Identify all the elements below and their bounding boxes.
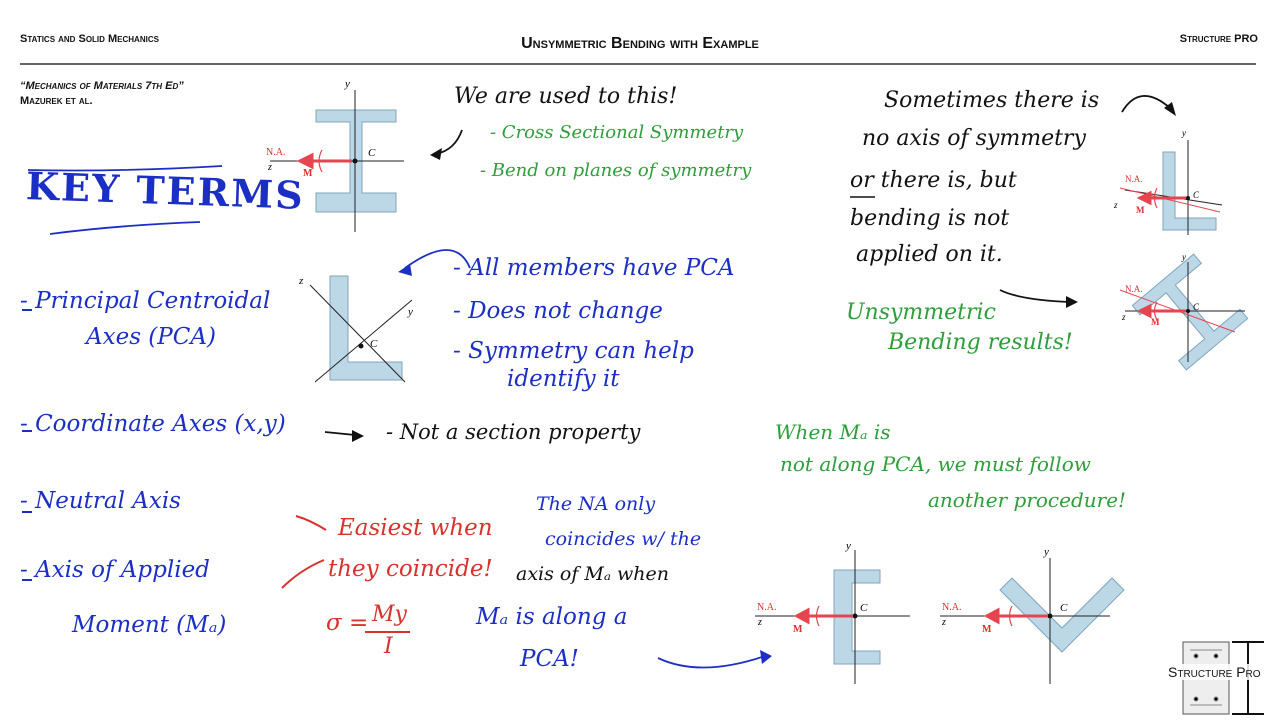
reference-authors: Mazurek et al. (20, 95, 93, 107)
neutral-axis-label-3: N.A. (1125, 174, 1143, 184)
moment-label-5: M (793, 624, 803, 635)
note-bending-not: bending is not (850, 206, 1010, 231)
note-another-procedure: another procedure! (928, 488, 1127, 512)
angle-section-small (1162, 151, 1217, 231)
moment-label-4: M (1151, 317, 1160, 327)
course-label: Statics and Solid Mechanics (20, 33, 159, 45)
flexure-numerator: My (372, 602, 407, 627)
axis-y-label-4: y (1182, 252, 1186, 262)
neutral-axis-label: N.A. (266, 147, 286, 158)
axis-y-label-5: y (846, 540, 851, 552)
axis-y-label-2: y (408, 306, 413, 318)
axis-y-label-3: y (1182, 128, 1186, 138)
centroid-label-2: C (370, 338, 378, 350)
term-applied-moment-line2: Moment (Mₐ) (72, 612, 227, 638)
note-coincides-with: coincides w/ the (545, 528, 702, 550)
centroid-label-6: C (1060, 602, 1068, 614)
note-when-ma: When Mₐ is (775, 420, 891, 444)
centroid-label-5: C (860, 602, 868, 614)
axis-z-label-3: z (1114, 200, 1118, 210)
note-sometimes: Sometimes there is (884, 88, 1100, 113)
term-coordinate-axes: - Coordinate Axes (x,y) (20, 411, 286, 437)
note-does-not-change: - Does not change (453, 298, 663, 324)
reference-title: “Mechanics of Materials 7th Ed” (20, 80, 184, 92)
note-all-members-pca: - All members have PCA (453, 255, 735, 281)
flexure-sigma: σ = (326, 610, 369, 636)
neutral-axis-label-5: N.A. (757, 602, 777, 613)
axis-y-label-6: y (1044, 546, 1049, 558)
term-pca-line2: Axes (PCA) (86, 324, 216, 350)
centroid-label: C (368, 147, 376, 159)
note-easiest-when: Easiest when (338, 515, 493, 541)
note-used-to-this: We are used to this! (454, 84, 678, 109)
term-applied-moment-line1: - Axis of Applied (20, 557, 210, 583)
note-or-there-is: or there is, but (850, 168, 1017, 193)
rotated-i-beam-section (1131, 253, 1249, 371)
note-identify-it: identify it (507, 366, 620, 392)
centroid-label-4: C (1193, 302, 1200, 312)
header-divider (20, 63, 1256, 65)
note-bending-results: Bending results! (888, 330, 1073, 355)
angle-section (329, 275, 403, 381)
page-title: Unsymmetric Bending with Example (521, 35, 759, 52)
term-neutral-axis: - Neutral Axis (20, 488, 181, 514)
v-angle-section (999, 577, 1125, 653)
term-pca-line1: - Principal Centroidal (20, 288, 271, 314)
note-they-coincide: they coincide! (328, 556, 493, 582)
axis-z-label: z (268, 162, 272, 173)
axis-z-label-2: z (299, 275, 304, 287)
axis-y-label: y (345, 78, 350, 90)
brand-label: Structure PRO (1179, 33, 1258, 45)
note-symmetry-help: - Symmetry can help (453, 338, 694, 364)
note-not-along-pca: not along PCA, we must follow (780, 452, 1091, 476)
note-not-section-property: - Not a section property (386, 420, 641, 444)
note-ma-along: Mₐ is along a (476, 604, 628, 630)
neutral-axis-label-4: N.A. (1125, 284, 1143, 294)
note-unsymmetric: Unsymmetric (846, 300, 996, 325)
note-axis-of-ma: axis of Mₐ when (516, 563, 670, 585)
logo-text: Structure Pro (1166, 664, 1263, 680)
note-no-axis-symmetry: no axis of symmetry (862, 126, 1086, 151)
note-applied-on-it: applied on it. (856, 242, 1003, 267)
neutral-axis-label-6: N.A. (942, 602, 962, 613)
axis-z-label-4: z (1122, 312, 1126, 322)
note-na-only: The NA only (536, 493, 656, 515)
moment-label-6: M (982, 624, 992, 635)
axis-z-label-5: z (758, 617, 762, 628)
moment-label: M (303, 168, 313, 179)
moment-label-3: M (1136, 205, 1145, 215)
note-bend-planes-symmetry: - Bend on planes of symmetry (480, 160, 752, 181)
centroid-label-3: C (1193, 190, 1200, 200)
channel-section (833, 569, 881, 665)
note-cross-sectional-symmetry: - Cross Sectional Symmetry (490, 122, 744, 143)
axis-z-label-6: z (942, 617, 946, 628)
note-pca-exclaim: PCA! (520, 646, 579, 672)
flexure-denominator: I (384, 634, 393, 659)
